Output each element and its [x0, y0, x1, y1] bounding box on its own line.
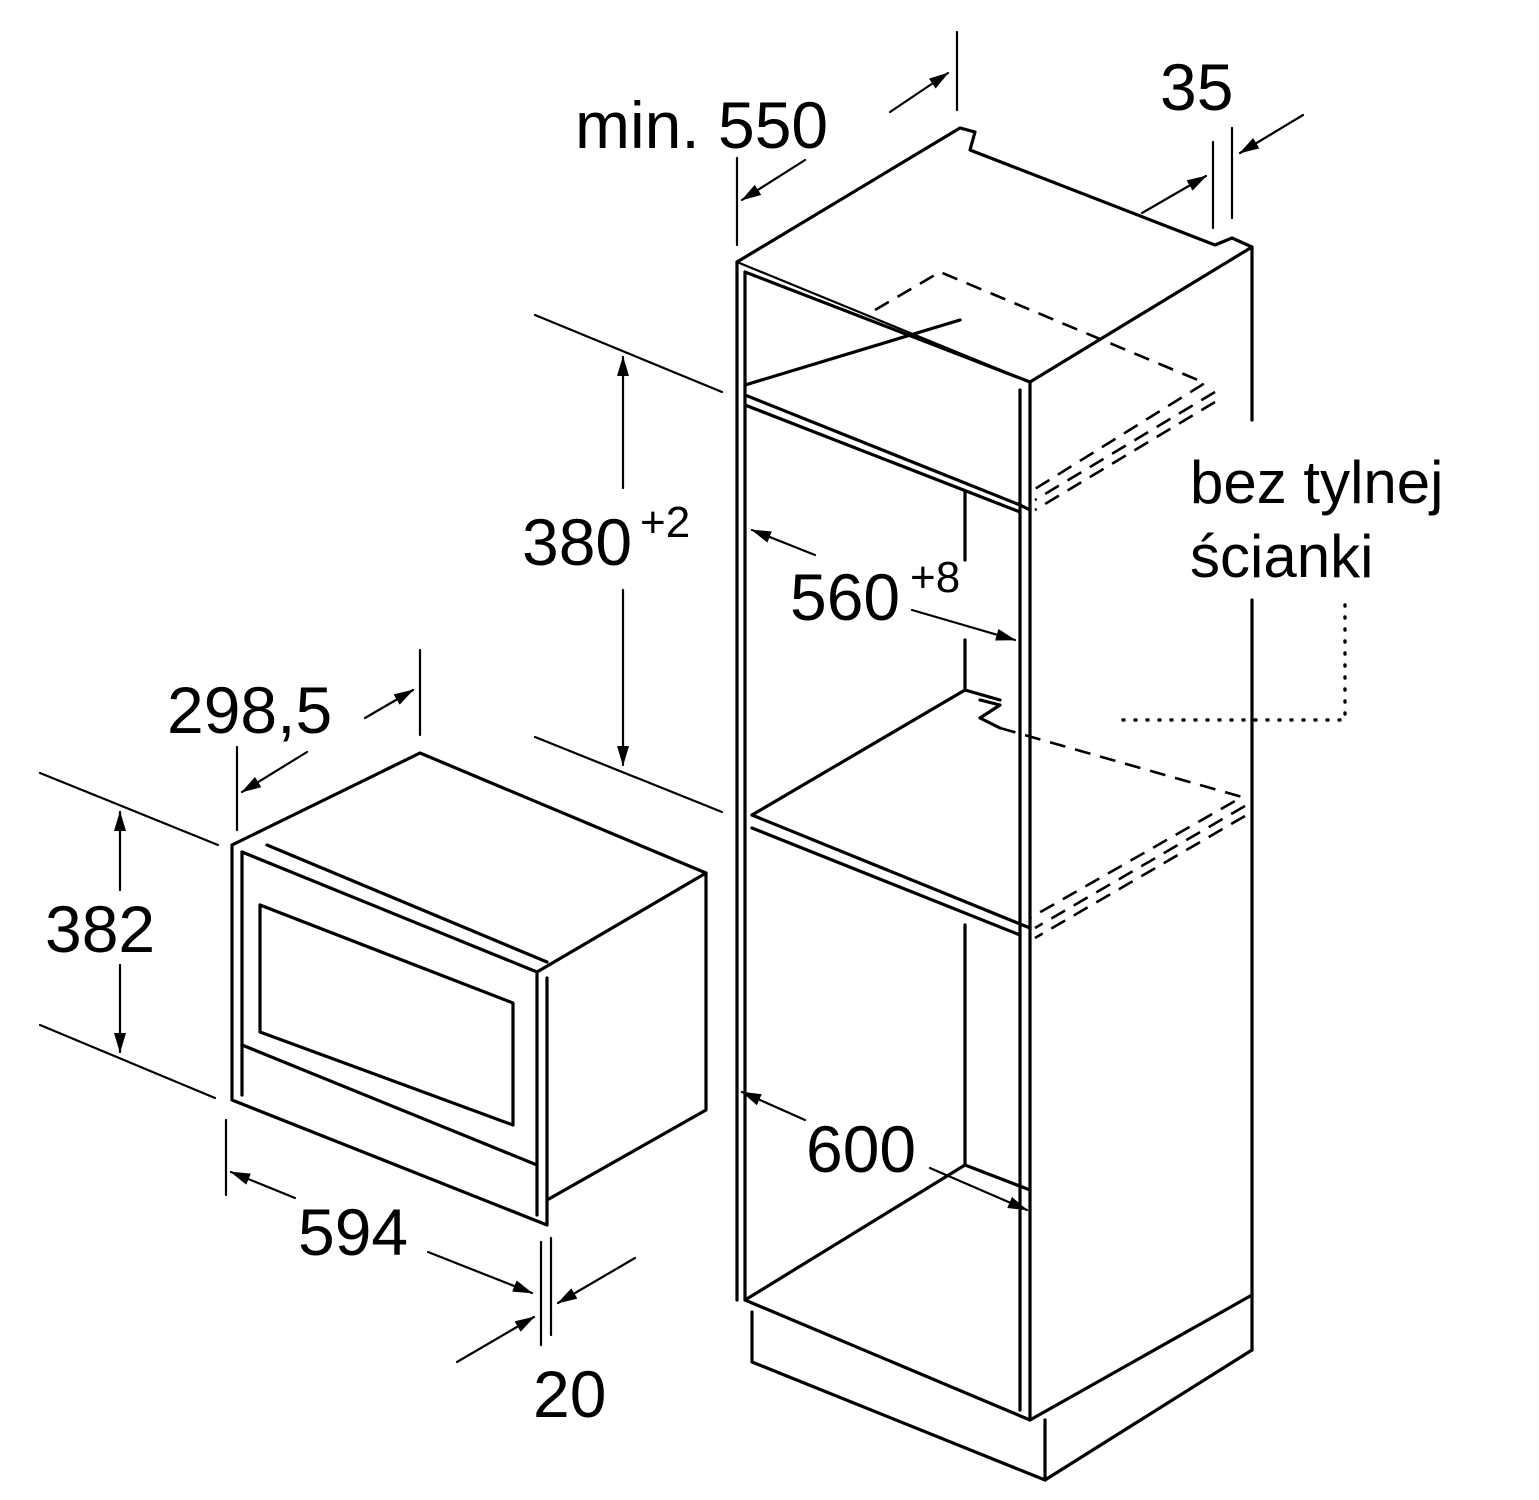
- dim-niche-height-tolerance: +2: [640, 498, 690, 547]
- note-leader-line: [1118, 603, 1347, 722]
- dim-niche-width: 560: [790, 560, 900, 634]
- dim-niche-height: 380: [522, 505, 632, 579]
- dim-cabinet-depth: min. 550: [575, 88, 828, 162]
- dim-niche-width-tolerance: +8: [910, 553, 960, 602]
- dim-cabinet-width: 600: [806, 1112, 916, 1186]
- dimension-lines: [38, 30, 1305, 1364]
- note-no-back-wall-line1: bez tylnej: [1190, 449, 1443, 516]
- missing-back-wall-outline: [874, 270, 1246, 940]
- dim-appliance-height: 382: [45, 892, 155, 966]
- dim-appliance-width: 594: [298, 1195, 408, 1269]
- dim-rear-gap: 35: [1160, 50, 1233, 124]
- tall-cabinet: [735, 126, 1254, 1482]
- note-no-back-wall-line2: ścianki: [1190, 523, 1373, 590]
- microwave-appliance: [230, 751, 708, 1227]
- dim-appliance-depth: 298,5: [167, 673, 332, 747]
- dim-front-panel: 20: [533, 1357, 606, 1431]
